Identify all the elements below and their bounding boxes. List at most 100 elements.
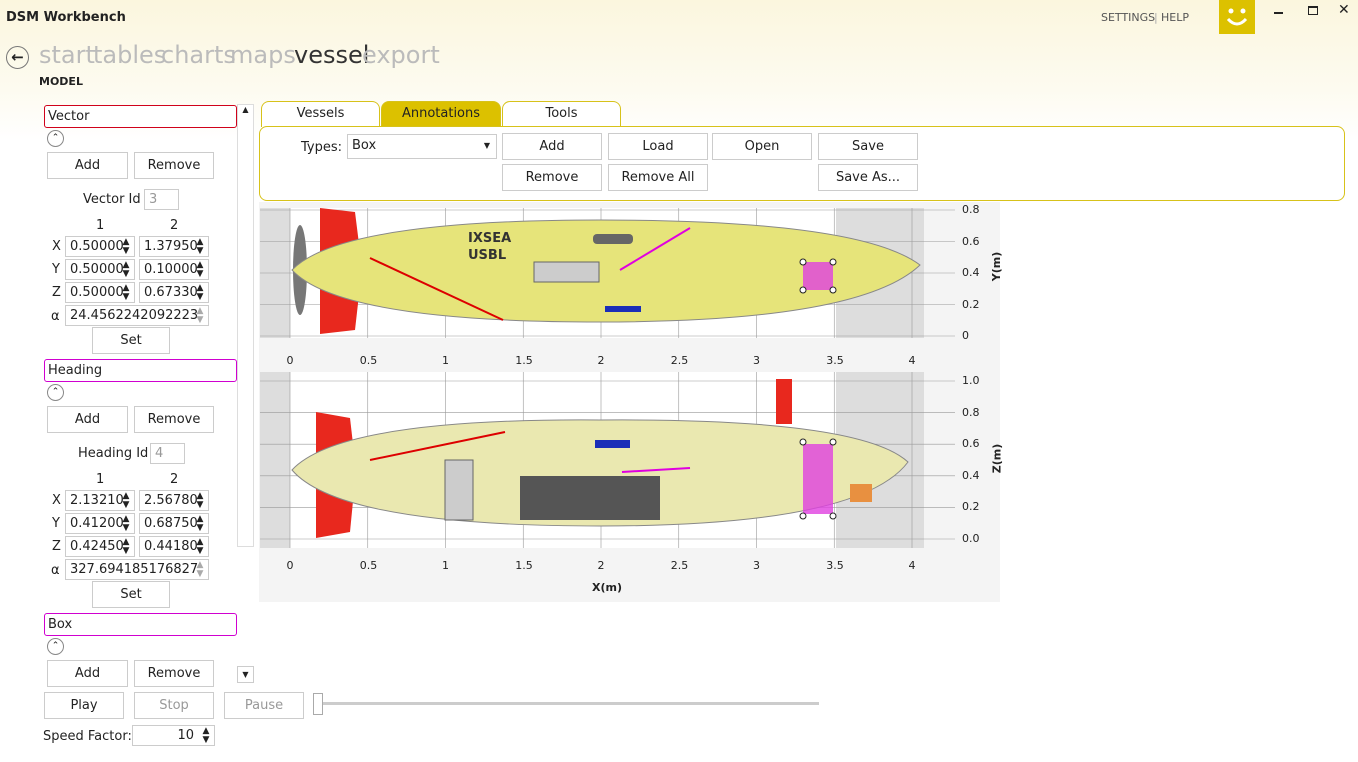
alpha-label: α <box>51 309 60 324</box>
z-axis-label: Z(m) <box>990 443 1004 474</box>
axis-label: X <box>52 493 61 508</box>
x-tick-label: 2.5 <box>670 354 689 367</box>
speed-value: 10 <box>177 728 194 743</box>
tab-vessels[interactable]: Vessels <box>261 101 380 127</box>
collapse-icon[interactable]: ⌃ <box>47 384 64 401</box>
settings-link[interactable]: SETTINGS <box>1101 11 1156 24</box>
back-icon[interactable]: ← <box>6 46 29 69</box>
y-tick-label: 1.0 <box>962 374 980 387</box>
playback-slider-track[interactable] <box>316 702 819 705</box>
field-value: 0.44180 <box>144 539 198 554</box>
types-dropdown[interactable]: Box▼ <box>347 134 497 159</box>
app-title: DSM Workbench <box>6 10 126 25</box>
playback-slider-thumb[interactable] <box>313 693 323 715</box>
vessel-side-view <box>291 379 909 538</box>
heading-id-field[interactable]: 4 <box>150 443 185 464</box>
open-button[interactable]: Open <box>712 133 812 160</box>
col-label: 2 <box>170 218 179 233</box>
scroll-up-icon[interactable]: ▲ <box>242 105 249 114</box>
field-value: 1.37950 <box>144 239 198 254</box>
y-tick-label: 0.2 <box>962 500 980 514</box>
x-axis-label: X(m) <box>592 581 622 594</box>
save-button[interactable]: Save <box>818 133 918 160</box>
x-tick-label: 3 <box>753 559 760 572</box>
heading-z2-field[interactable]: 0.44180▲▼ <box>139 536 209 557</box>
col-label: 2 <box>170 472 179 487</box>
vector-set-button[interactable]: Set <box>92 327 170 354</box>
scroll-down-icon[interactable]: ▼ <box>237 666 254 683</box>
heading-remove-button[interactable]: Remove <box>134 406 214 433</box>
nav-start[interactable]: start <box>39 41 95 69</box>
field-value: 0.10000 <box>144 262 198 277</box>
types-label: Types: <box>301 140 343 155</box>
heading-id-label: Heading Id <box>78 446 149 461</box>
y-tick-label: 0.4 <box>962 266 980 279</box>
x-tick-label: 0 <box>286 559 294 572</box>
vector-alpha-field[interactable]: 24.4562242092223▲▼ <box>65 305 209 326</box>
tab-annotations[interactable]: Annotations <box>381 101 501 127</box>
y-tick-label: 0.6 <box>962 234 980 248</box>
vector-x1-field[interactable]: 0.50000▲▼ <box>65 236 135 257</box>
axis-label: Y <box>52 262 60 277</box>
nav-tables[interactable]: tables <box>93 41 167 69</box>
load-button[interactable]: Load <box>608 133 708 160</box>
tab-tools[interactable]: Tools <box>502 101 621 127</box>
remove-all-button[interactable]: Remove All <box>608 164 708 191</box>
box-remove-button[interactable]: Remove <box>134 660 214 687</box>
axis-label: X <box>52 239 61 254</box>
heading-y1-field[interactable]: 0.41200▲▼ <box>65 513 135 534</box>
vector-y2-field[interactable]: 0.10000▲▼ <box>139 259 209 280</box>
axis-label: Y <box>52 516 60 531</box>
separator: | <box>1154 11 1158 24</box>
heading-z1-field[interactable]: 0.42450▲▼ <box>65 536 135 557</box>
vector-section-header: Vector <box>44 105 237 128</box>
x-tick-label: 0.5 <box>359 354 378 367</box>
vector-add-button[interactable]: Add <box>47 152 128 179</box>
help-link[interactable]: HELP <box>1161 11 1189 24</box>
y-axis-label: Y(m) <box>990 251 1004 282</box>
speed-factor-field[interactable]: 10▲▼ <box>132 725 215 746</box>
box-add-button[interactable]: Add <box>47 660 128 687</box>
scrollbar[interactable]: ▲ <box>237 104 254 547</box>
vector-z1-field[interactable]: 0.50000▲▼ <box>65 282 135 303</box>
vector-x2-field[interactable]: 1.37950▲▼ <box>139 236 209 257</box>
x-tick-label: 1 <box>442 559 449 572</box>
close-icon[interactable]: ✕ <box>1338 2 1350 18</box>
save-as-button[interactable]: Save As... <box>818 164 918 191</box>
vector-y1-field[interactable]: 0.50000▲▼ <box>65 259 135 280</box>
pause-button[interactable]: Pause <box>224 692 304 719</box>
field-value: 0.50000 <box>70 239 124 254</box>
vector-z2-field[interactable]: 0.67330▲▼ <box>139 282 209 303</box>
collapse-icon[interactable]: ⌃ <box>47 130 64 147</box>
vector-remove-button[interactable]: Remove <box>134 152 214 179</box>
nav-maps[interactable]: maps <box>230 41 296 69</box>
vessel-top-view: IXSEA USBL <box>291 208 921 334</box>
collapse-icon[interactable]: ⌃ <box>47 638 64 655</box>
alpha-label: α <box>51 563 60 578</box>
vector-id-field[interactable]: 3 <box>144 189 179 210</box>
stop-button[interactable]: Stop <box>134 692 214 719</box>
annotation-add-button[interactable]: Add <box>502 133 602 160</box>
play-button[interactable]: Play <box>44 692 124 719</box>
heading-x2-field[interactable]: 2.56780▲▼ <box>139 490 209 511</box>
y-tick-label: 0.8 <box>962 405 980 419</box>
heading-y2-field[interactable]: 0.68750▲▼ <box>139 513 209 534</box>
nav-charts[interactable]: charts <box>161 41 236 69</box>
col-label: 1 <box>96 218 105 233</box>
nav-vessel[interactable]: vessel <box>294 41 370 69</box>
field-value: 0.41200 <box>70 516 124 531</box>
minimize-icon[interactable] <box>1274 12 1283 14</box>
annotation-remove-button[interactable]: Remove <box>502 164 602 191</box>
heading-add-button[interactable]: Add <box>47 406 128 433</box>
heading-set-button[interactable]: Set <box>92 581 170 608</box>
heading-alpha-field[interactable]: 327.694185176827▲▼ <box>65 559 209 580</box>
x-tick-label: 3.5 <box>826 354 844 367</box>
vessel-label: USBL <box>468 248 506 263</box>
nav-export[interactable]: export <box>362 41 440 69</box>
field-value: 0.42450 <box>70 539 124 554</box>
field-value: 0.50000 <box>70 262 124 277</box>
maximize-icon[interactable] <box>1308 6 1318 15</box>
heading-x1-field[interactable]: 2.13210▲▼ <box>65 490 135 511</box>
y-tick-label: 0.8 <box>962 203 980 216</box>
